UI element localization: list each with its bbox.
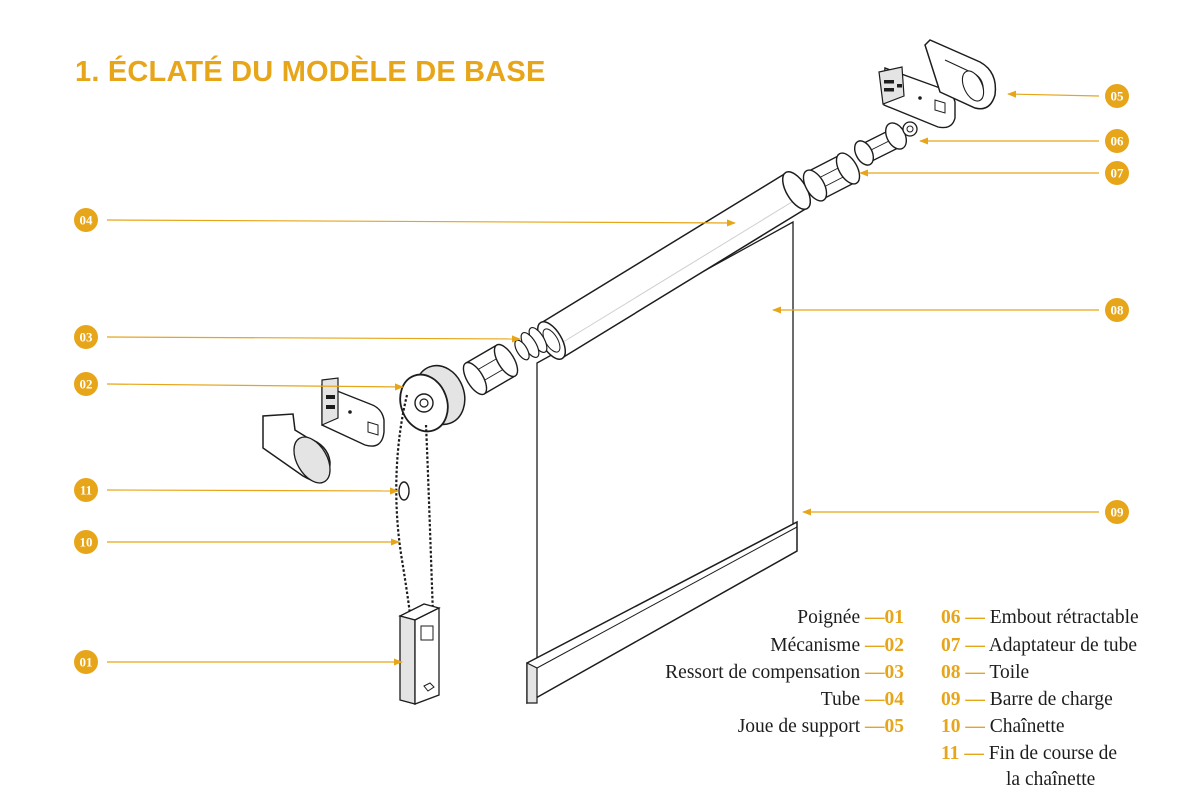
- right-cover: [924, 39, 997, 110]
- legend-label: Chaînette: [989, 716, 1065, 737]
- mechanism-wheel: [399, 364, 466, 433]
- legend-item-10: 10 — Chaînette: [941, 715, 1064, 739]
- right-bracket: [878, 66, 956, 129]
- legend-number: 10: [941, 716, 961, 737]
- retractable-endcap: [853, 121, 918, 166]
- callout-08: 08: [1105, 298, 1129, 322]
- legend-label: Joue de support: [737, 716, 861, 737]
- compensation-spring: [514, 327, 548, 361]
- callout-06: 06: [1105, 129, 1129, 153]
- legend-label: Adaptateur de tube: [988, 635, 1138, 656]
- leader-02: [106, 383, 404, 391]
- legend-dash: —: [865, 716, 885, 737]
- legend-number: 11: [941, 743, 960, 764]
- legend-item-11: 11 — Fin de course de: [941, 742, 1117, 766]
- left-bracket: [321, 377, 385, 447]
- legend-item-03: Ressort de compensation —03: [665, 661, 904, 685]
- callout-10: 10: [74, 530, 98, 554]
- leader-05: [1007, 90, 1100, 98]
- legend-item-06: 06 — Embout rétractable: [941, 606, 1139, 630]
- svg-text:11: 11: [80, 483, 92, 498]
- chain-stop: [398, 481, 410, 501]
- legend-item-04: Tube —04: [821, 688, 904, 712]
- leader-03: [106, 335, 521, 343]
- legend-dash: —: [965, 607, 985, 628]
- legend-dash: —: [865, 635, 885, 656]
- callout-01: 01: [74, 650, 98, 674]
- legend-item-08: 08 — Toile: [941, 661, 1029, 685]
- svg-text:09: 09: [1111, 505, 1125, 520]
- legend-item-02: Mécanisme —02: [770, 634, 904, 658]
- legend-label: Mécanisme: [770, 635, 861, 656]
- legend-dash: —: [965, 716, 985, 737]
- legend-dash: —: [965, 689, 985, 710]
- legend-item-11-continued: la chaînette: [1006, 768, 1095, 792]
- legend-dash: —: [865, 689, 885, 710]
- callout-02: 02: [74, 372, 98, 396]
- legend-dash: —: [865, 662, 885, 683]
- callout-badges: 01 02 03 04 05 06 07 08: [74, 84, 1129, 674]
- leader-11: [106, 487, 399, 495]
- tube: [536, 171, 812, 360]
- callout-05: 05: [1105, 84, 1129, 108]
- legend-item-05: Joue de support —05: [738, 715, 904, 739]
- svg-text:06: 06: [1111, 134, 1125, 149]
- leader-04: [106, 219, 736, 227]
- legend-dash: —: [965, 635, 985, 656]
- legend-label: Poignée: [797, 607, 861, 628]
- callout-11: 11: [74, 478, 98, 502]
- callout-03: 03: [74, 325, 98, 349]
- legend-label: Fin de course de: [988, 743, 1118, 764]
- legend-label: Embout rétractable: [989, 607, 1139, 628]
- legend-label: Ressort de compensation: [665, 662, 861, 683]
- tube-adapter: [802, 152, 861, 202]
- legend-label: Barre de charge: [989, 689, 1113, 710]
- legend-item-09: 09 — Barre de charge: [941, 688, 1113, 712]
- legend-dash: —: [865, 607, 885, 628]
- legend-dash: —: [965, 662, 985, 683]
- svg-text:03: 03: [80, 330, 94, 345]
- legend-label: Tube: [820, 689, 861, 710]
- svg-text:05: 05: [1111, 89, 1125, 104]
- handle: [398, 603, 441, 705]
- legend-number: 06: [941, 607, 961, 628]
- legend-number: 04: [884, 689, 905, 710]
- mechanism-adapter: [462, 343, 519, 396]
- svg-text:10: 10: [80, 535, 93, 550]
- legend-item-07: 07 — Adaptateur de tube: [941, 634, 1137, 658]
- legend-number: 09: [941, 689, 961, 710]
- legend-dash: —: [964, 743, 984, 764]
- svg-text:04: 04: [80, 213, 94, 228]
- callout-07: 07: [1105, 161, 1129, 185]
- legend-number: 05: [884, 716, 905, 737]
- legend-number: 01: [884, 607, 905, 628]
- page-title: 1. ÉCLATÉ DU MODÈLE DE BASE: [75, 56, 546, 88]
- svg-text:07: 07: [1111, 166, 1125, 181]
- legend-label: Toile: [989, 662, 1030, 683]
- callout-04: 04: [74, 208, 98, 232]
- left-cover: [262, 413, 331, 484]
- legend-number: 03: [884, 662, 905, 683]
- bottom-bar: [526, 520, 798, 705]
- legend-number: 08: [941, 662, 961, 683]
- svg-text:01: 01: [80, 655, 93, 670]
- leader-lines: [106, 90, 1100, 666]
- svg-text:02: 02: [80, 377, 93, 392]
- svg-text:08: 08: [1111, 303, 1125, 318]
- legend-item-01: Poignée —01: [797, 606, 904, 630]
- legend-number: 02: [884, 635, 905, 656]
- legend-number: 07: [941, 635, 961, 656]
- callout-09: 09: [1105, 500, 1129, 524]
- legend-label-continued: la chaînette: [1006, 769, 1096, 790]
